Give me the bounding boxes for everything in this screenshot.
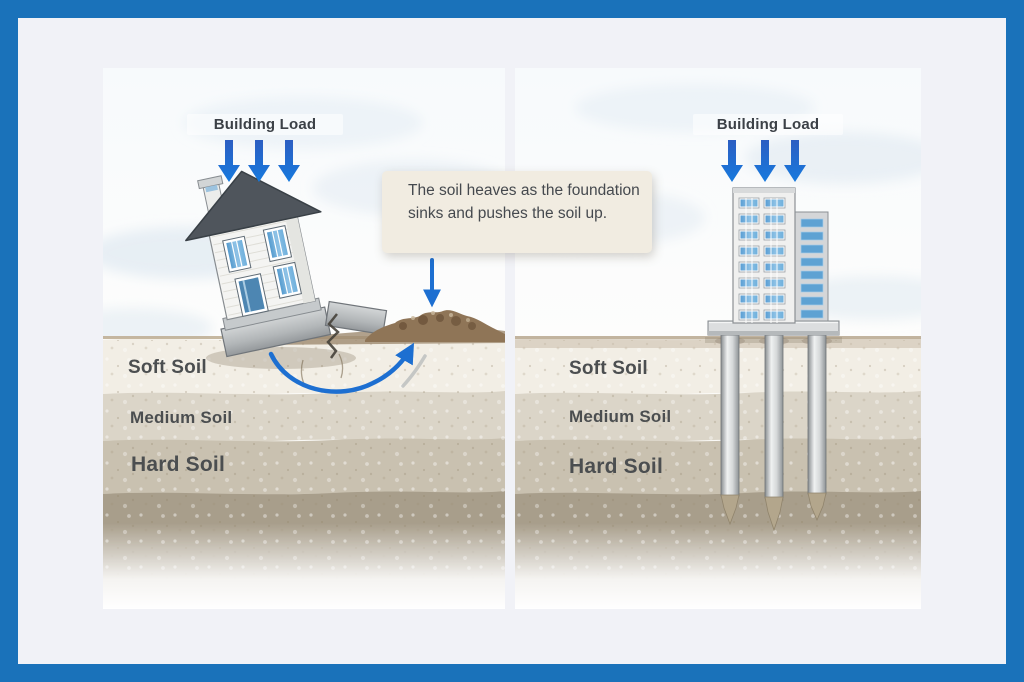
house-windows bbox=[222, 225, 302, 317]
soil-label-medium: Medium Soil bbox=[569, 407, 672, 426]
rear-tower bbox=[794, 211, 829, 322]
left-panel-shallow-foundation: Building Load Soft Soil Medium Soil Hard… bbox=[103, 68, 505, 609]
roof bbox=[185, 170, 322, 242]
left-illustration bbox=[103, 68, 505, 609]
soil-label-soft: Soft Soil bbox=[569, 358, 648, 379]
pile bbox=[720, 329, 740, 526]
callout-text: The soil heaves as the foundation sinks … bbox=[408, 182, 640, 222]
diagram-canvas: Building Load Soft Soil Medium Soil Hard… bbox=[18, 18, 1006, 664]
cracked-foundation-right-slab bbox=[324, 300, 388, 336]
heave-curve-arrow-icon bbox=[268, 342, 415, 394]
pile bbox=[807, 329, 827, 522]
building-load-label: Building Load bbox=[693, 114, 843, 135]
soil-label-medium: Medium Soil bbox=[130, 408, 233, 427]
ghost-arrow bbox=[401, 354, 427, 388]
soil-label-hard: Hard Soil bbox=[131, 453, 225, 476]
building-load-arrows-icon bbox=[218, 140, 300, 182]
ground-line bbox=[515, 336, 921, 339]
building-load-label: Building Load bbox=[187, 114, 343, 135]
right-illustration bbox=[515, 68, 921, 609]
soil-label-hard: Hard Soil bbox=[569, 455, 663, 478]
callout-box: The soil heaves as the foundation sinks … bbox=[382, 171, 652, 253]
house-wall-shade bbox=[283, 208, 316, 304]
main-tower bbox=[732, 187, 796, 324]
soil-label-soft: Soft Soil bbox=[128, 357, 207, 378]
building-load-arrows-icon bbox=[721, 140, 806, 182]
siding-lines bbox=[211, 218, 313, 316]
tower-windows bbox=[738, 197, 786, 323]
foundation-piles bbox=[715, 329, 832, 532]
tilted-house-illustration bbox=[185, 170, 332, 358]
right-panel-pile-foundation: Building Load Soft Soil Medium Soil Hard… bbox=[515, 68, 921, 609]
soil-layers bbox=[515, 337, 921, 609]
surface-strip bbox=[515, 339, 921, 348]
soil-heave-mound bbox=[365, 310, 505, 342]
pile bbox=[764, 329, 784, 532]
foundation-crack bbox=[326, 313, 340, 359]
